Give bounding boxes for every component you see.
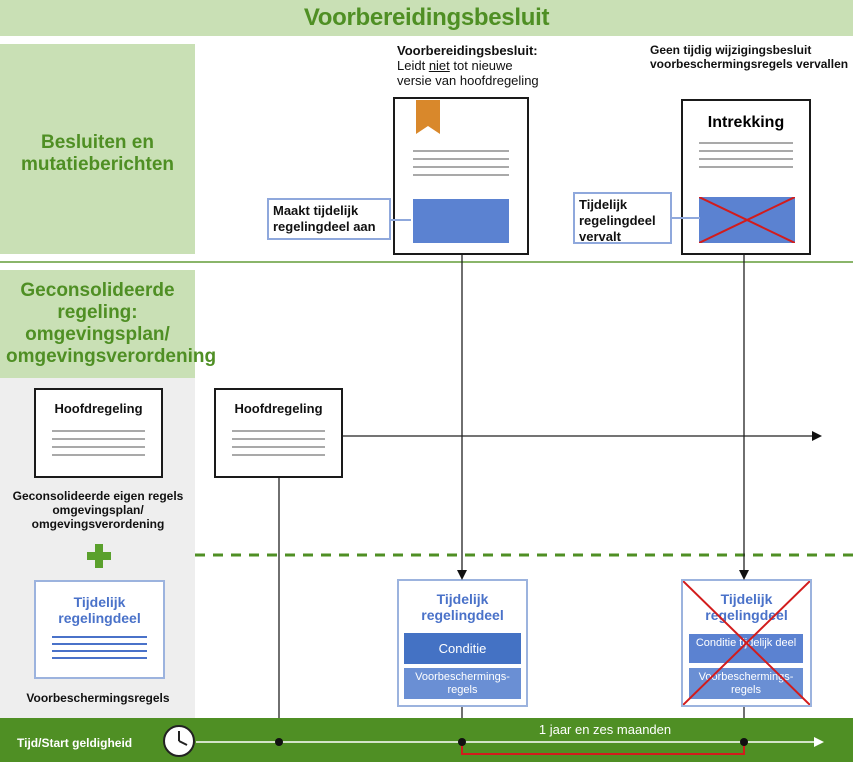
timeline-duration: 1 jaar en zes maanden [538, 722, 672, 737]
row-divider [0, 261, 853, 263]
page-title: Voorbereidingsbesluit [303, 4, 550, 31]
timeline-label: Tijd/Start geldigheid [17, 736, 133, 750]
tijdelijk-1-title: Tijdelijk regelingdeel [421, 591, 504, 623]
tijdelijk-2-voorbescherming: Voorbeschermings-regels [689, 668, 803, 699]
bookmark-icon [416, 100, 440, 134]
title-band [0, 0, 853, 38]
tijdelijk-regelingdeel-1: Tijdelijk regelingdeel Conditie Voorbesc… [397, 579, 528, 707]
tijdelijk-1-conditie: Conditie [404, 633, 521, 664]
legend-hoofdregeling-caption: Geconsolideerde eigen regels omgevingspl… [12, 489, 184, 531]
besluit-heading-block: Voorbereidingsbesluit: Leidt niet tot ni… [397, 43, 597, 88]
intrekking-label: Tijdelijk regelingdeel vervalt [573, 192, 672, 244]
legend-hoofdregeling-doc: Hoofdregeling [34, 388, 163, 478]
tijdelijk-1-voorbescherming: Voorbeschermings-regels [404, 668, 521, 699]
besluiten-label-box: Besluiten en mutatieberichten [0, 44, 195, 254]
besluit-line1-emph: niet [428, 58, 450, 73]
tijdelijk-regelingdeel-2: Tijdelijk regelingdeel Conditie tijdelij… [681, 579, 812, 707]
besluit-line2: versie van hoofdregeling [397, 73, 539, 88]
besluiten-label: Besluiten en mutatieberichten [20, 132, 175, 175]
intrekking-label-connector [672, 217, 700, 219]
intrekking-crossed-block [699, 197, 795, 243]
dashed-separator [195, 553, 853, 557]
besluit-line1-prefix: Leidt [397, 58, 429, 73]
intrekking-document: Intrekking [681, 99, 811, 255]
tijdelijk-2-title: Tijdelijk regelingdeel [705, 591, 788, 623]
timeline-graphics [196, 737, 824, 755]
besluit-line1-suffix: tot nieuwe [449, 58, 513, 73]
besluit-heading: Voorbereidingsbesluit: [397, 43, 538, 58]
legend-tijdelijk-caption: Voorbeschermingsregels [26, 691, 170, 705]
besluit-label: Maakt tijdelijk regelingdeel aan [267, 198, 391, 240]
besluit-blue-block [413, 199, 509, 243]
legend-hoofdregeling-title: Hoofdregeling [54, 401, 143, 416]
intrekking-doc-title: Intrekking [707, 114, 785, 131]
hoofdregeling-document: Hoofdregeling [214, 388, 343, 478]
tijdelijk-2-cross [683, 581, 810, 705]
clock-icon [163, 725, 195, 757]
hoofdregeling-title: Hoofdregeling [234, 401, 323, 416]
legend-tijdelijk-title: Tijdelijk regelingdeel [58, 594, 141, 626]
besluit-label-connector [391, 219, 411, 221]
geconsolideerde-label: Geconsolideerde regeling: omgevingsplan/… [6, 280, 217, 367]
plus-icon [87, 544, 111, 568]
geconsolideerde-label-box: Geconsolideerde regeling: omgevingsplan/… [0, 270, 217, 378]
besluit-document [393, 97, 529, 255]
legend-tijdelijk-doc: Tijdelijk regelingdeel [34, 580, 165, 679]
intrekking-heading: Geen tijdig wijzigingsbesluit voorbesche… [650, 43, 849, 71]
